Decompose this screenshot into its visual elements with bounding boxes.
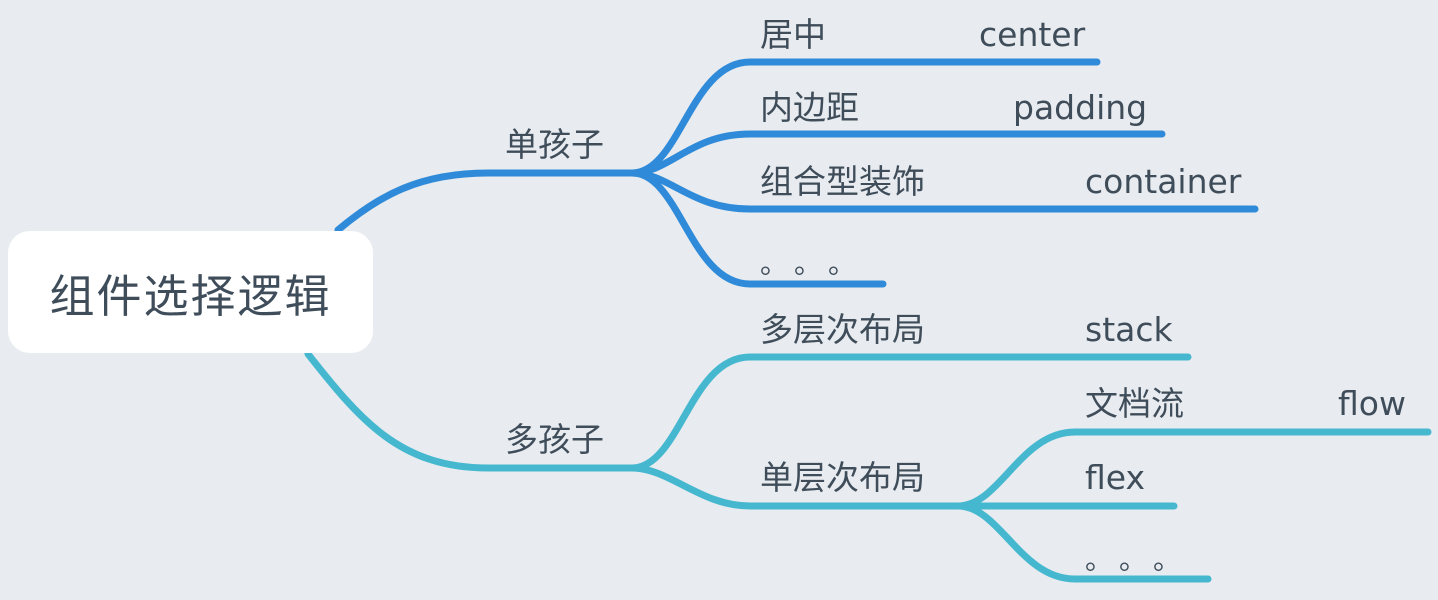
connector-root-single-child xyxy=(334,169,636,234)
node-container-label[interactable]: 组合型装饰 xyxy=(760,162,925,201)
node-stack-label[interactable]: 多层次布局 xyxy=(760,310,925,349)
node-center-value[interactable]: center xyxy=(979,15,1086,54)
node-padding-value[interactable]: padding xyxy=(1013,88,1148,127)
node-padding-label[interactable]: 内边距 xyxy=(760,88,859,127)
node-container-value[interactable]: container xyxy=(1085,162,1242,201)
node-multi-more[interactable]: 。。。 xyxy=(1085,543,1202,576)
node-flow-label[interactable]: 文档流 xyxy=(1085,384,1184,423)
connector-flow xyxy=(954,428,1432,510)
node-single-more[interactable]: 。。。 xyxy=(760,247,877,280)
root-node[interactable]: 组件选择逻辑 xyxy=(8,231,373,353)
node-flex[interactable]: flex xyxy=(1085,458,1146,497)
connector-stack xyxy=(628,353,1192,472)
node-single-layer-label[interactable]: 单层次布局 xyxy=(760,458,925,497)
connector-single-more xyxy=(628,169,887,288)
connector-root-multi-child xyxy=(304,350,636,472)
single-child-node[interactable]: 单孩子 xyxy=(505,125,604,164)
node-flow-value[interactable]: flow xyxy=(1338,384,1406,423)
multi-child-node[interactable]: 多孩子 xyxy=(505,420,604,459)
connector-single-layer xyxy=(628,464,962,510)
connector-multi-more xyxy=(954,502,1212,583)
node-center-label[interactable]: 居中 xyxy=(760,15,826,54)
node-stack-value[interactable]: stack xyxy=(1085,310,1173,349)
